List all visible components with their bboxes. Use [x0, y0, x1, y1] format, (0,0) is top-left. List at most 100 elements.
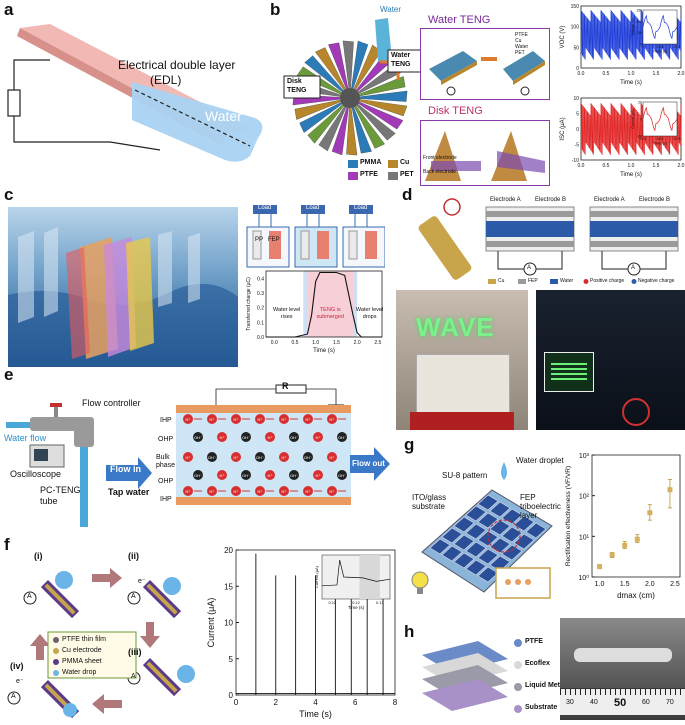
e-oh-ion-label: OH⁻ — [338, 473, 346, 478]
e-h-ion-label: H⁺ — [186, 455, 191, 460]
c-wire — [345, 214, 356, 228]
c-submerged-band — [307, 271, 353, 337]
e-oh-ion-label: OH⁻ — [242, 473, 250, 478]
e-oh-ion — [255, 452, 265, 462]
turbine-blade — [349, 97, 408, 117]
c-rises-label: rises — [281, 314, 293, 320]
g-device-illustration — [411, 462, 553, 599]
e-layer-ihp-bottom: IHP — [160, 496, 172, 503]
disk-inset-back-electrode: Back electrode — [423, 169, 457, 175]
g-grid-cell — [477, 494, 499, 511]
isc-xtick: 0.0 — [578, 163, 585, 169]
turbine-blade — [299, 97, 351, 133]
e-apparatus — [6, 403, 152, 527]
turbine-blade — [346, 97, 358, 156]
e-oh-ion — [207, 452, 217, 462]
isc-inset-xtick: 0.02 — [657, 137, 664, 141]
turbine-blade — [349, 97, 385, 149]
water-teng-inset-art — [429, 51, 545, 96]
d-legend-positive: Positive charge — [590, 278, 625, 284]
h-legend-ecoflex: Ecoflex — [525, 660, 550, 667]
g-su8-label: SU-8 pattern — [442, 471, 488, 480]
e-oh-ion-label: OH⁻ — [242, 435, 250, 440]
f-cycle-diagram — [7, 568, 195, 719]
f-inset-xtick: 0.11 — [328, 600, 336, 605]
e-h-ion-label: H⁺ — [234, 489, 239, 494]
e-oh-ion — [337, 470, 347, 480]
c-fep-plate — [269, 231, 281, 259]
g-grid-cell — [453, 534, 475, 551]
c-ytick: 0.3 — [257, 291, 264, 297]
voc-ytick: 50 — [573, 45, 579, 51]
e-oscilloscope: Oscilloscope — [10, 469, 62, 479]
e-oh-ion — [193, 470, 203, 480]
f-step-iii: (iii) — [128, 647, 142, 657]
g-grid-cell — [513, 515, 535, 532]
e-h-ion — [217, 432, 227, 442]
voc-ylabel: VOC (V) — [560, 26, 566, 49]
c-frame — [265, 270, 383, 338]
g-data-point — [597, 564, 603, 570]
f-meter-1: A — [27, 593, 32, 600]
isc-inset-ylabel: Current (μA) — [631, 109, 635, 128]
c-wire — [318, 214, 329, 228]
e-resistor: R — [282, 381, 289, 391]
d-electrode-b-1: Electrode B — [535, 197, 567, 203]
legend-ptfe: PTFE — [360, 171, 378, 178]
e-oh-ion-label: OH⁻ — [304, 455, 312, 460]
turbine-blade — [349, 40, 369, 99]
voc-xtick: 1.0 — [628, 71, 635, 77]
turbine-hub — [340, 88, 360, 108]
c-rise-band — [303, 271, 308, 337]
panel-b: b Water Disk TENG Water TENG PMMA Cu PTF… — [270, 0, 685, 186]
g-xtick: 2.0 — [645, 581, 655, 588]
voc-inset-ytick: 100 — [636, 20, 642, 24]
e-flow-controller: Flow controller — [82, 398, 141, 408]
turbine-blade — [307, 97, 351, 144]
panel-g-label: g — [404, 435, 415, 454]
c-load-box — [301, 205, 325, 214]
c-rises-label: Water level — [273, 307, 300, 313]
e-h-ion — [183, 414, 193, 424]
inset-legend-pet: PET — [515, 50, 525, 56]
f-legend-pmma: PMMA sheet — [62, 658, 102, 665]
e-oh-ion-label: OH⁻ — [290, 435, 298, 440]
panel-a: a Electrical double layer (EDL) Water — [0, 0, 280, 165]
d-wave-tank — [416, 354, 510, 416]
g-data-point — [634, 536, 640, 542]
voc-xlabel: Time (s) — [620, 80, 642, 86]
g-data-point — [609, 552, 615, 558]
f-electron-1: e⁻ — [138, 578, 146, 585]
e-h-ion — [207, 486, 217, 496]
inset-legend-water: Water — [515, 44, 529, 50]
e-wire-right — [306, 388, 337, 405]
isc-ytick: 0 — [576, 127, 579, 133]
f-xtick: 2 — [274, 698, 279, 707]
g-ytick: 10² — [579, 494, 590, 501]
isc-xlabel: Time (s) — [620, 172, 642, 178]
e-oh-ion-label: OH⁻ — [208, 455, 216, 460]
f-inset-xlabel: Time (s) — [348, 605, 365, 610]
c-xtick: 1.0 — [312, 340, 319, 346]
isc-ytick: -10 — [572, 158, 579, 164]
h-ruler-30: 30 — [566, 699, 574, 706]
disk-teng-title: Disk TENG — [428, 105, 483, 117]
turbine-blade — [318, 97, 351, 152]
c-drops-label: drops — [363, 314, 377, 320]
c-xtick: 0.0 — [271, 340, 278, 346]
g-xlabel: dmax (cm) — [617, 591, 655, 600]
e-h-ion — [231, 414, 241, 424]
g-grid-cell — [465, 559, 487, 576]
g-frame — [591, 454, 681, 578]
e-h-ion — [303, 486, 313, 496]
g-ytick: 10¹ — [579, 534, 590, 541]
c-load-box — [349, 205, 373, 214]
e-edl-tube: H⁺H⁺H⁺H⁺H⁺H⁺H⁺OH⁻H⁺OH⁻H⁺OH⁻H⁺OH⁻H⁺OH⁻H⁺O… — [176, 384, 351, 505]
g-grid-cell — [477, 512, 499, 529]
e-h-ion-label: H⁺ — [220, 473, 225, 478]
g-grid-cell — [465, 541, 487, 558]
e-h-ion-label: H⁺ — [306, 417, 311, 422]
h-legend-ptfe: PTFE — [525, 638, 543, 645]
edl-label-line1: Electrical double layer — [118, 58, 236, 72]
g-grid-cell — [489, 501, 511, 518]
